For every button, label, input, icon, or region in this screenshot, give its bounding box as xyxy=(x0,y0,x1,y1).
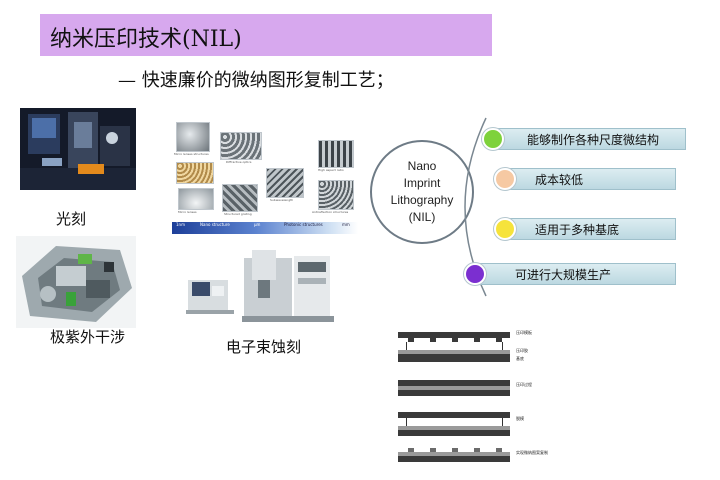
feature-bullet-icon xyxy=(494,168,516,190)
euv-interference-photo xyxy=(16,236,136,328)
mold-layer xyxy=(398,332,510,338)
mold-tooth xyxy=(474,338,480,342)
pattern-tooth xyxy=(474,448,480,452)
mold-tooth xyxy=(496,338,502,342)
nanostructure-collage: Micro lenses structures Diffractive opti… xyxy=(172,118,358,242)
feature-item: 成本较低 xyxy=(500,168,676,190)
arrow xyxy=(406,342,407,350)
substrate-layer xyxy=(398,430,510,436)
collage-caption: Micro lenses xyxy=(178,210,197,214)
collage-caption: Subwavelength xyxy=(270,198,294,202)
nil-circle: Nano Imprint Lithography (NIL) xyxy=(370,140,474,244)
process-label: 压印模板 xyxy=(516,330,532,335)
ebeam-system-photo xyxy=(182,250,338,332)
process-label: 压印过程 xyxy=(516,382,532,387)
circle-text: (NIL) xyxy=(408,210,436,224)
pattern-tooth xyxy=(496,448,502,452)
nil-process-diagram: 压印模板 压印胶 基底 压印过程 脱模 实现微纳图案复制 xyxy=(398,330,548,470)
mold-tooth xyxy=(408,338,414,342)
antireflection-tile xyxy=(318,180,354,210)
feature-label: 可进行大规模生产 xyxy=(515,267,612,282)
feature-item: 能够制作各种尺度微结构 xyxy=(492,128,686,150)
lithography-caption: 光刻 xyxy=(56,210,87,228)
process-label: 压印胶 xyxy=(516,348,528,353)
scale-label: Photonic structures xyxy=(284,222,323,227)
microlens-tile xyxy=(176,122,210,152)
mold-layer xyxy=(398,380,510,386)
pattern-tooth xyxy=(430,448,436,452)
mold-tooth xyxy=(430,338,436,342)
diffractive-optics-tile xyxy=(220,132,262,160)
resist-layer xyxy=(398,426,510,430)
feature-item: 适用于多种基底 xyxy=(500,218,676,240)
lithography-photo xyxy=(20,108,136,190)
collage-caption: Micro lenses structures xyxy=(174,152,209,156)
feature-bullet-icon xyxy=(464,263,486,285)
collage-caption: Diffractive optics xyxy=(226,160,252,164)
scale-label: mm xyxy=(342,222,350,227)
moth-eye-tile xyxy=(176,162,214,184)
scale-label: µm xyxy=(254,222,261,227)
structured-grating-tile xyxy=(222,184,258,212)
scale-bar: 1nm Nano structure µm Photonic structure… xyxy=(172,222,358,234)
circle-text: Lithography xyxy=(390,193,454,207)
collage-caption: High aspect ratio xyxy=(318,168,344,172)
feature-item: 可进行大规模生产 xyxy=(480,263,676,285)
arrow xyxy=(406,418,407,426)
ebeam-caption: 电子束蚀刻 xyxy=(226,338,302,356)
subwavelength-tile xyxy=(266,168,304,198)
circle-text: Imprint xyxy=(403,176,441,190)
feature-bullet-icon xyxy=(482,128,504,150)
pattern-tooth xyxy=(408,448,414,452)
feature-label: 适用于多种基底 xyxy=(535,222,620,237)
resist-layer xyxy=(398,452,510,456)
circle-text: Nano xyxy=(407,159,437,173)
high-aspect-ratio-tile xyxy=(318,140,354,168)
resist-layer xyxy=(398,386,510,390)
collage-caption: Antireflection structures xyxy=(312,210,349,214)
feature-bullet-icon xyxy=(494,218,516,240)
arrow xyxy=(502,418,503,426)
collage-caption: Structured grating xyxy=(224,212,252,216)
feature-label: 成本较低 xyxy=(535,172,584,187)
scale-label: Nano structure xyxy=(200,222,230,227)
resist-layer xyxy=(398,350,510,354)
euv-caption: 极紫外干涉 xyxy=(50,328,126,346)
micro-lenses-tile xyxy=(178,188,214,210)
mold-tooth xyxy=(452,338,458,342)
substrate-layer xyxy=(398,390,510,396)
process-label: 基底 xyxy=(516,356,524,361)
title-bar: 纳米压印技术(NIL) xyxy=(40,14,492,56)
mold-layer xyxy=(398,412,510,418)
substrate-layer xyxy=(398,354,510,362)
process-label: 脱模 xyxy=(516,416,524,421)
slide-subtitle: — 快速廉价的微纳图形复制工艺； xyxy=(118,70,394,91)
scale-label: 1nm xyxy=(176,222,185,227)
feature-label: 能够制作各种尺度微结构 xyxy=(527,132,660,147)
process-label: 实现微纳图案复制 xyxy=(516,450,548,455)
substrate-layer xyxy=(398,456,510,462)
pattern-tooth xyxy=(452,448,458,452)
arrow xyxy=(502,342,503,350)
slide-title: 纳米压印技术(NIL) xyxy=(50,27,242,52)
